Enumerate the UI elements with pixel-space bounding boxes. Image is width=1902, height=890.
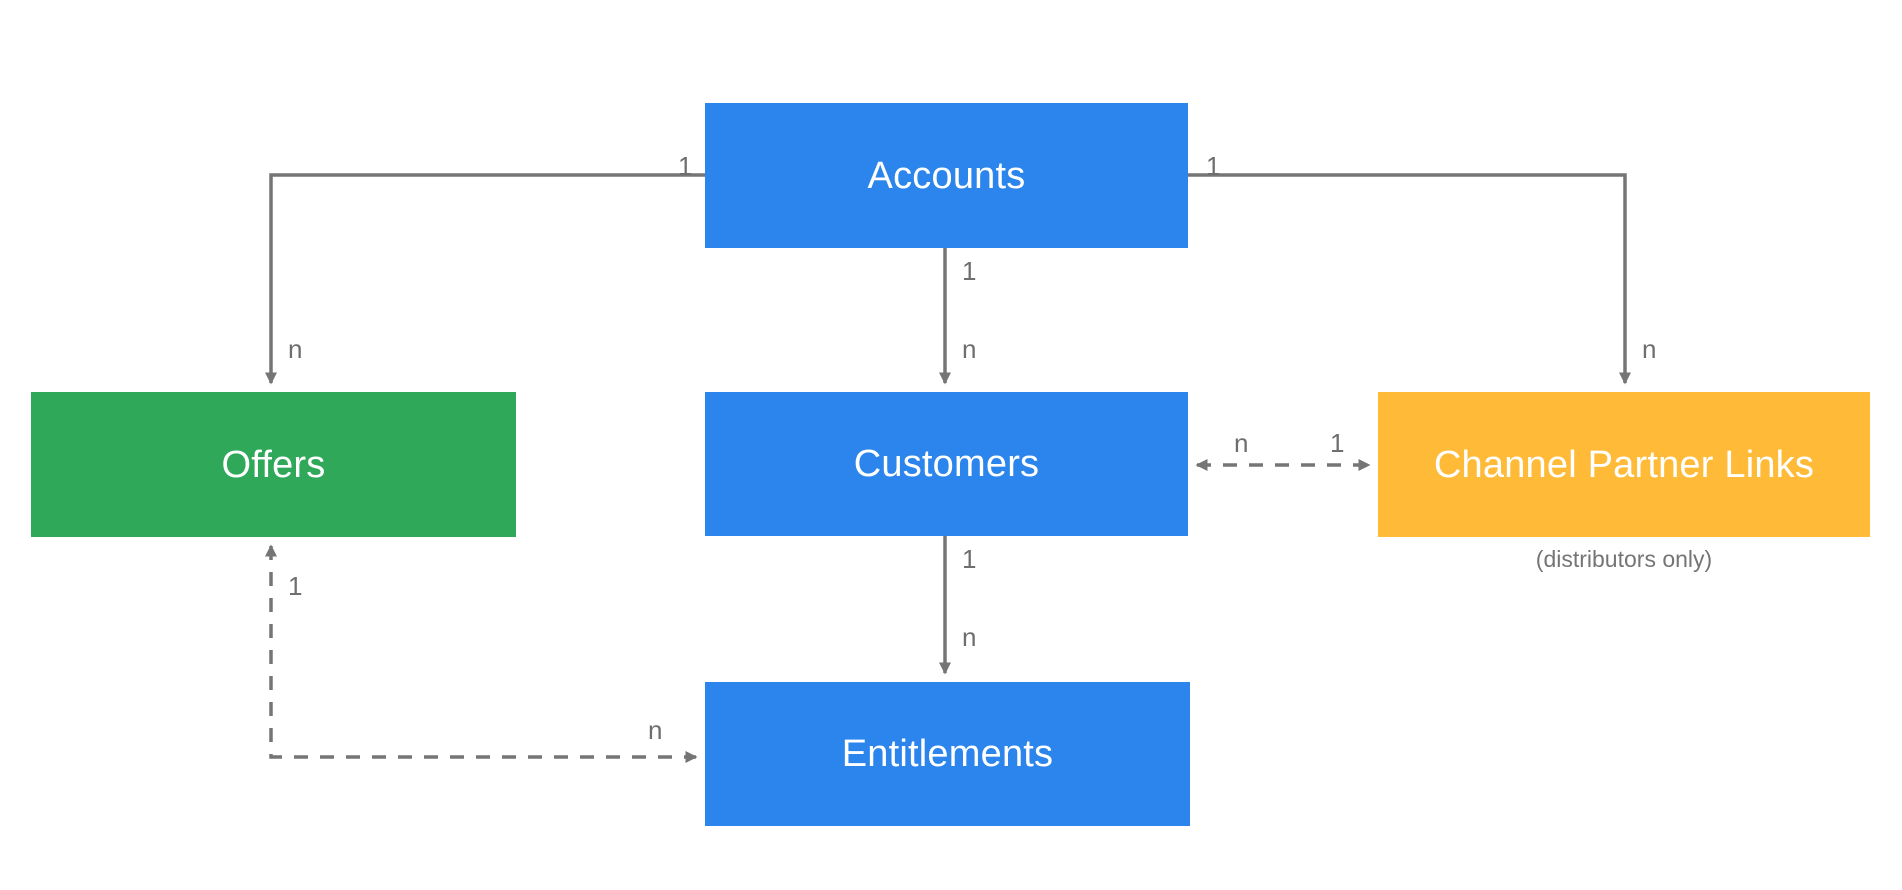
node-channel-partner-links-note: (distributors only) <box>1535 546 1713 572</box>
node-channel-partner-links-label: Channel Partner Links <box>1433 443 1815 486</box>
edge-label-accounts-channel-partner-links-target: n <box>1642 334 1657 364</box>
node-accounts-label: Accounts <box>867 154 1026 197</box>
edge-label-customers-channel-partner-links-target: 1 <box>1330 428 1345 458</box>
node-channel-partner-links[interactable]: Channel Partner Links <box>1378 392 1870 537</box>
node-offers[interactable]: Offers <box>31 392 516 537</box>
node-entitlements-label: Entitlements <box>841 733 1054 775</box>
node-entitlements[interactable]: Entitlements <box>705 682 1190 826</box>
edge-label-customers-entitlements-target: n <box>962 622 977 652</box>
edge-accounts-offers <box>265 173 705 385</box>
node-customers-label: Customers <box>853 443 1040 485</box>
edge-label-customers-channel-partner-links-source: n <box>1234 428 1249 458</box>
edge-offers-entitlements <box>265 544 698 763</box>
node-accounts[interactable]: Accounts <box>705 103 1188 248</box>
edge-label-accounts-offers-target: n <box>288 334 303 364</box>
edge-label-accounts-channel-partner-links-source: 1 <box>1206 151 1221 181</box>
edge-accounts-channel-partner-links <box>1188 173 1631 385</box>
edge-label-customers-entitlements-source: 1 <box>962 544 977 574</box>
edge-label-offers-entitlements-entitlements-side: n <box>648 715 663 745</box>
edge-label-accounts-offers-source: 1 <box>678 151 693 181</box>
node-offers-label: Offers <box>221 443 326 486</box>
node-customers[interactable]: Customers <box>705 392 1188 536</box>
edge-label-accounts-customers-source: 1 <box>962 256 977 286</box>
edge-label-accounts-customers-target: n <box>962 334 977 364</box>
edge-label-offers-entitlements-offers-side: 1 <box>288 571 303 601</box>
